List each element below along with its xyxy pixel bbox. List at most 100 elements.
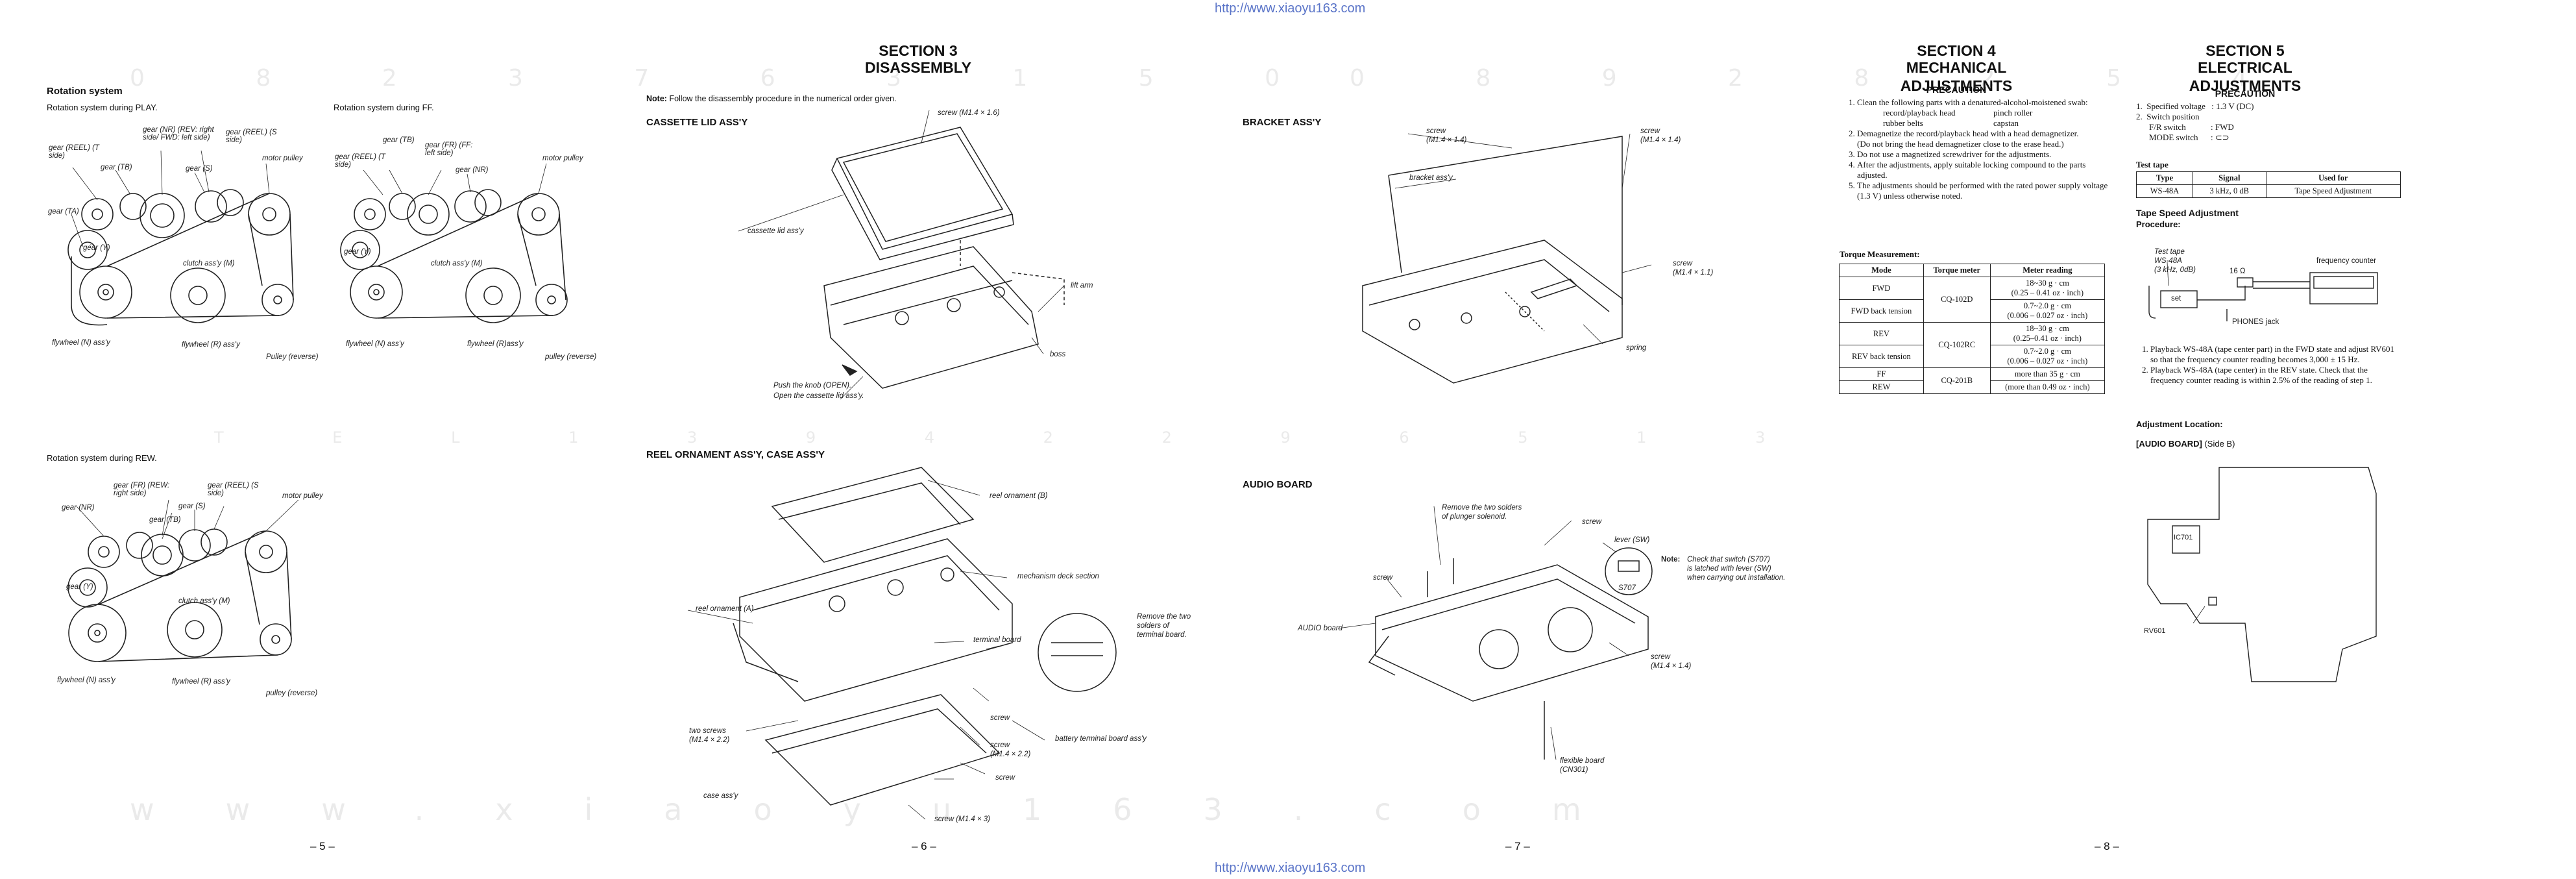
page-number: – 8 – [2095,840,2119,852]
label: (M1.4 × 1.4) [1651,662,1692,670]
label: screw [1373,574,1393,582]
label: screw (M1.4 × 1.6) [938,109,1000,117]
label: clutch ass'y (M) [183,260,235,267]
watermark-row: 0 8 2 3 7 6 3 1 5 0 [130,65,1332,92]
label: flexible board [1560,757,1605,765]
page-number: – 5 – [310,840,335,852]
label: Remove the two solders [1442,504,1522,512]
header-url[interactable]: http://www.xiaoyu163.com [1215,1,1366,16]
section-number: SECTION 5 [2205,42,2285,59]
label: screw (M1.4 × 3) [934,815,990,823]
label: (M1.4 × 1.1) [1673,269,1714,277]
label: two screws [689,727,726,735]
label: clutch ass'y (M) [178,597,230,605]
label: IC701 [2174,534,2193,541]
audio-board-heading: AUDIO BOARD [1243,479,1313,490]
procedure-list: Playback WS-48A (tape center part) in th… [2136,344,2402,386]
label: screw [1582,518,1602,526]
label: screw [990,741,1010,749]
note: Note: Follow the disassembly procedure i… [646,94,897,103]
label: gear (REEL) (T side) [335,153,385,169]
label: PHONES jack [2232,318,2279,326]
label: reel ornament (A) [696,605,754,613]
label: bracket ass'y [1409,174,1453,182]
audio-board-label: [AUDIO BOARD] (Side B) [2136,439,2235,449]
label: flywheel (R)ass'y [467,340,524,348]
label: (3 kHz, 0dB) [2154,266,2196,274]
label: gear (S) [178,502,206,510]
page-number: – 7 – [1505,840,1530,852]
label: (M1.4 × 2.2) [689,736,730,744]
label: set [2171,295,2181,303]
label: gear (TB) [149,516,181,524]
label: Test tape [2154,248,2185,256]
torque-title: Torque Measurement: [1840,249,1920,259]
label: gear (Y) [344,248,371,256]
label: motor pulley [282,492,323,500]
adjustment-location: Adjustment Location: [2136,419,2223,429]
label: boss [1050,351,1066,358]
label: screw [995,774,1015,782]
label: gear (NR) (REV: right side/ FWD: left si… [143,126,214,142]
footer-url[interactable]: http://www.xiaoyu163.com [1215,861,1366,875]
label: reel ornament (B) [990,492,1048,500]
label: screw [990,714,1010,722]
label: clutch ass'y (M) [431,260,483,267]
label: screw [1651,653,1671,661]
label: Open the cassette lid ass'y. [773,392,864,400]
audio-note: when carrying out installation. [1687,574,1786,582]
page5-title: Rotation system [47,86,123,97]
label: gear (Y) [66,583,93,591]
label: screw [1640,127,1660,135]
label: (M1.4 × 2.2) [990,750,1031,758]
label: (M1.4 × 1.4) [1640,136,1681,144]
label: motor pulley [542,155,583,162]
label: battery terminal board ass'y [1055,735,1147,743]
label: screw [1673,260,1693,267]
label: WS-48A [2154,257,2182,265]
label: spring [1626,344,1647,352]
label: screw [1426,127,1446,135]
section-title: MECHANICAL ADJUSTMENTS [1900,59,2013,94]
page-number: – 6 – [912,840,936,852]
label: Remove the two [1137,613,1191,621]
label: gear (FR) (REW: right side) [114,482,170,497]
section-number: SECTION 4 [1917,42,1996,59]
label: AUDIO board [1298,625,1343,632]
test-tape-heading: Test tape [2136,160,2169,169]
label: Push the knob (OPEN). [773,382,852,390]
label: case ass'y [703,792,738,800]
label: solders of [1137,622,1169,630]
label: motor pulley [262,155,303,162]
label: terminal board. [1137,631,1187,639]
cassette-lid-heading: CASSETTE LID ASS'Y [646,117,748,128]
watermark-row: T E L 1 3 9 4 2 2 9 6 5 1 3 [214,428,1817,447]
label: gear (REEL) (S side) [208,482,259,497]
audio-note: Check that switch (S707) [1687,556,1770,563]
label: flywheel (N) ass'y [346,340,404,348]
label: gear (REEL) (T side) [49,144,99,160]
label: gear (FR) (FF: left side) [425,142,473,157]
watermark-row: www.xiaoyu163.com [130,792,1653,827]
audio-note: is latched with lever (SW) [1687,565,1771,573]
bracket-heading: BRACKET ASS'Y [1243,117,1322,128]
label: gear (REEL) (S side) [226,129,277,144]
play-caption: Rotation system during PLAY. [47,103,158,112]
label: lift arm [1071,282,1093,290]
label: Pulley (reverse) [266,353,319,361]
label: gear (TB) [101,164,132,171]
label: gear (TA) [48,208,79,216]
label: (M1.4 × 1.4) [1426,136,1467,144]
section-title: DISASSEMBLY [864,59,972,76]
reel-ornament-heading: REEL ORNAMENT ASS'Y, CASE ASS'Y [646,449,825,460]
label: gear (Y) [83,244,110,252]
label: flywheel (N) ass'y [57,676,115,684]
ff-caption: Rotation system during FF. [334,103,434,112]
label: frequency counter [2316,257,2377,265]
label: 16 Ω [2230,267,2246,275]
label: lever (SW) [1614,536,1650,544]
